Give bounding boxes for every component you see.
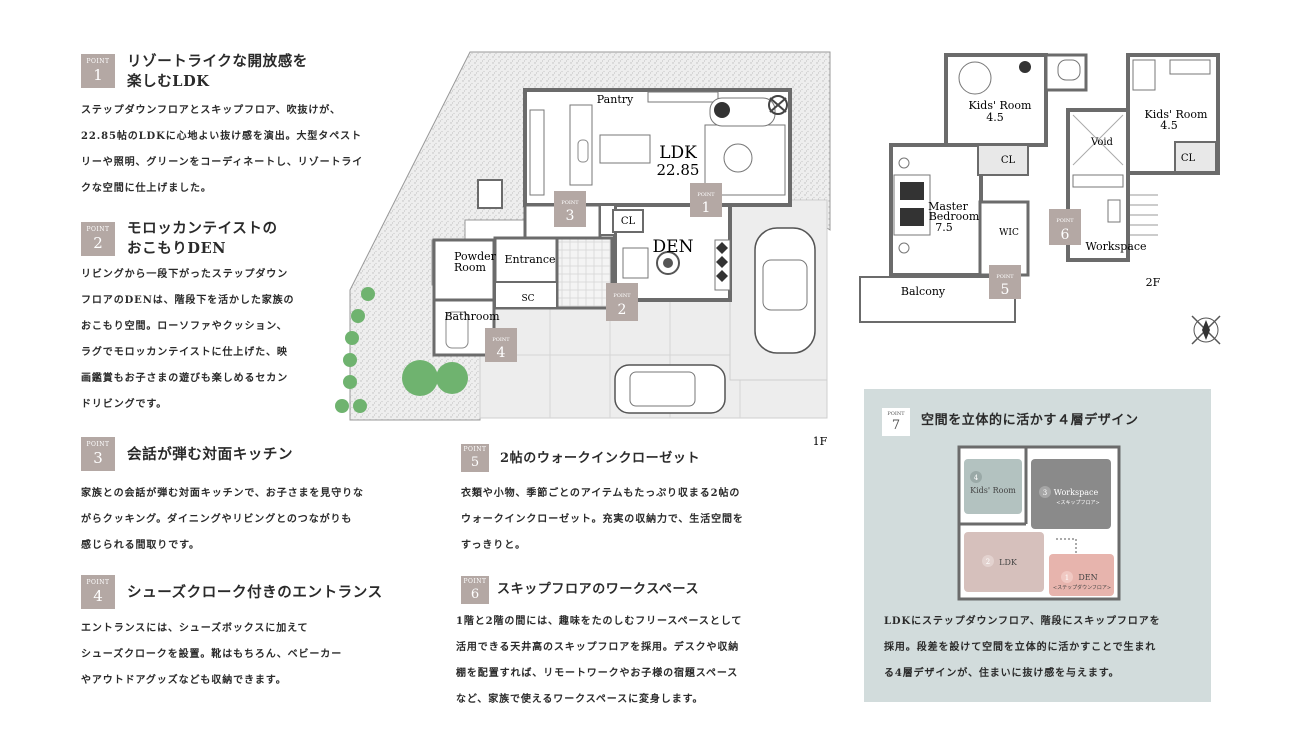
label-ldk: LDK [659,143,697,163]
label-kids-room-2: Kids' Room [1145,108,1208,121]
label-pantry: Pantry [597,93,634,106]
svg-text:2: 2 [618,302,627,318]
marker-6: POINT 6 [1049,209,1081,245]
point-1-title: リゾートライクな開放感を楽しむLDK [127,53,308,90]
section-label-den: DEN [1078,573,1097,582]
point-6-body: 1階と2階の間には、趣味をたのしむフリースペースとして活用できる天井高のスキップ… [456,616,743,705]
svg-text:POINT: POINT [613,293,631,299]
svg-text:3: 3 [1043,489,1047,497]
label-entrance: Entrance [504,253,555,266]
section-label-ldk: LDK [999,558,1018,567]
svg-text:POINT: POINT [996,274,1014,280]
svg-text:4: 4 [497,345,506,361]
point-2-body: リビングから一段下がったステップダウンフロアのDENは、階段下を活かした家族のお… [81,269,295,410]
point-5-body: 衣類や小物、季節ごとのアイテムもたっぷり収まる2帖のウォークインクローゼット。充… [461,488,744,551]
marker-1: POINT 1 [690,183,722,217]
point-4-body: エントランスには、シューズボックスに加えてシューズクロークを設置。靴はもちろん、… [81,623,343,686]
label-kids-room-1: Kids' Room [969,99,1032,112]
svg-text:3: 3 [566,208,575,224]
svg-text:5: 5 [1001,282,1010,298]
svg-text:6: 6 [1061,227,1070,243]
point-1-body: ステップダウンフロアとスキップフロア、吹抜けが、22.85帖のLDKに心地よい抜… [81,105,364,194]
label-workspace: Workspace [1085,240,1146,253]
svg-text:<スキップフロア>: <スキップフロア> [1056,500,1099,506]
label-sc: SC [521,294,534,304]
label-cl-2: CL [1181,153,1196,164]
marker-5: POINT 5 [989,265,1021,299]
point-6-title: スキップフロアのワークスペース [497,582,700,597]
section-ldk [964,532,1044,592]
floor-plan-1f: Pantry LDK 22.85 DEN CL Powder Room Entr… [335,51,831,448]
floor-label-2f: 2F [1146,276,1161,289]
svg-text:POINT: POINT [697,192,715,198]
label-balcony: Balcony [901,285,946,298]
label-void: Void [1090,137,1114,148]
label-master: Master [928,200,968,213]
marker-3: POINT 3 [554,191,586,227]
point-2-title: モロッカンテイストのおこもりDEN [127,220,278,257]
label-cl-1: CL [1001,155,1016,166]
svg-text:<ステップダウンフロア>: <ステップダウンフロア> [1053,584,1111,591]
label-master-size: 7.5 [935,221,953,234]
label-den: DEN [653,237,694,257]
floor-plan-2f: Kids' Room 4.5 Kids' Room 4.5 CL CL Void… [859,53,1221,345]
point-7-title: 空間を立体的に活かす４層デザイン [921,413,1139,428]
label-kids-room-1-size: 4.5 [986,111,1004,124]
svg-text:POINT: POINT [1056,218,1074,224]
label-ldk-size: 22.85 [657,161,700,179]
point-3-body: 家族との会話が弾む対面キッチンで、お子さまを見守りながらクッキング。ダイニングや… [81,488,364,551]
label-powder: Powder [454,250,497,263]
label-bedroom: Bedroom [929,210,980,223]
section-den [1049,554,1114,596]
section-diagram: 4 Kids' Room 3 Workspace <スキップフロア> 2 LDK… [957,445,1121,601]
label-kids-room-2-size: 4.5 [1160,119,1178,132]
section-label-workspace: Workspace [1054,488,1099,497]
point-5-title: 2帖のウォークインクローゼット [500,451,701,466]
label-wic: WIC [999,228,1019,238]
wic-room [978,200,1030,277]
svg-text:POINT: POINT [561,200,579,206]
point-3-title: 会話が弾む対面キッチン [127,446,294,463]
garden-trees [335,287,468,413]
svg-text:1: 1 [1065,574,1069,582]
compass-icon [1191,315,1221,345]
marker-2: POINT 2 [606,283,638,321]
plant-icon [768,95,788,115]
marker-4: POINT 4 [485,328,517,362]
svg-text:1: 1 [702,200,711,216]
label-cl: CL [621,216,636,227]
svg-text:2: 2 [986,558,990,566]
section-label-kids: Kids' Room [970,486,1016,495]
svg-text:4: 4 [974,474,979,482]
powder-room [432,238,496,302]
floor-label-1f: 1F [813,435,828,448]
point-4-title: シューズクローク付きのエントランス [127,584,383,601]
section-workspace [1031,459,1111,529]
car-icon-2 [614,364,726,414]
car-icon [754,227,816,354]
label-powder-room: Room [454,261,487,274]
svg-text:POINT: POINT [492,337,510,343]
label-bathroom: Bathroom [444,310,500,323]
point-7-body: LDKにステップダウンフロア、階段にスキップフロアを採用。段差を設けて空間を立体… [884,616,1161,679]
